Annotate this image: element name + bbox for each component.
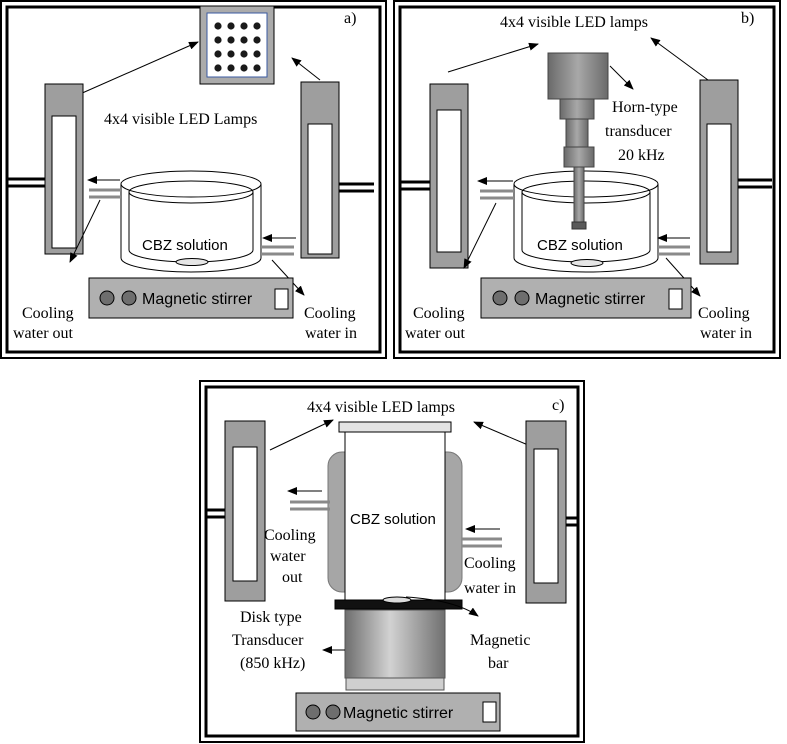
cooling-outlet-tube [477,177,514,200]
left-lamp-panel [8,83,84,255]
disk-label-line2: Transducer [232,632,304,649]
stirrer-label: Magnetic stirrer [535,291,646,308]
right-lamp-panel [300,81,374,259]
cooling-outlet-tube [87,176,121,199]
lamp-arrow-left [269,419,334,451]
panel-b: b) 4x4 visible LED lamps Horn-type trans… [393,0,781,359]
panel-b-frame [393,0,781,359]
panel-c: c) 4x4 visible LED lamps CBZ solution [199,380,585,743]
horn-label-line2: transducer [605,123,672,140]
lamp-arrow-left [447,42,539,73]
cooling-outlet-tube [287,487,330,511]
panel-a-frame [0,0,387,359]
magnetic-stirrer [480,277,692,319]
cooling-out-pointer [69,199,101,263]
magnetic-stirrer [88,277,294,319]
lamp-arrow-right [291,57,321,81]
lamp-arrow-right [473,421,529,446]
panel-b-label: b) [741,10,754,27]
panel-c-frame [199,380,585,743]
solution-label: CBZ solution [142,237,228,254]
solution-label: CBZ solution [350,511,436,528]
lamp-label: 4x4 visible LED lamps [307,399,455,416]
panel-a-inner-frame [5,5,382,354]
cooling-in-label-line1: Cooling [698,305,750,322]
reactor-column [327,421,463,610]
panel-a-label: a) [344,10,356,27]
magnetic-bar-pointer [405,596,479,617]
cooling-inlet-tube [657,234,690,256]
stirrer-label: Magnetic stirrer [142,291,253,308]
lamp-arrow-left [79,41,199,95]
cooling-in-label-line1: Cooling [304,305,356,322]
led-lamp-grid [199,5,275,85]
cooling-out-label-line1: Cooling [264,527,316,544]
horn-label-line1: Horn-type [612,99,678,116]
jacketed-beaker [513,166,659,273]
cooling-inlet-tube [462,525,502,548]
jacketed-beaker [120,170,262,273]
magnetic-bar-label-line1: Magnetic [470,632,530,649]
cooling-in-label-line1: Cooling [464,555,516,572]
cooling-out-label-line3: out [282,569,303,586]
cooling-out-label-line2: water [270,548,306,565]
panel-c-inner-frame [204,385,580,738]
cooling-in-pointer [665,257,701,297]
horn-transducer [547,52,609,230]
cooling-out-label-line1: Cooling [413,305,465,322]
left-lamp-panel [401,83,469,269]
disk-label-line3: (850 kHz) [240,655,305,672]
lamp-label: 4x4 visible LED Lamps [104,111,257,128]
lamp-arrow-right [650,37,709,81]
solution-label: CBZ solution [537,237,623,254]
cooling-out-label-line2: water out [405,325,466,342]
right-lamp-panel [525,420,577,604]
panel-b-inner-frame [398,5,776,354]
stirrer-label: Magnetic stirrer [343,705,454,722]
lamp-label: 4x4 visible LED lamps [500,14,648,31]
panel-a: a) 4x4 visible LED Lamps [0,0,387,359]
cooling-out-label-line1: Cooling [22,305,74,322]
cooling-in-label-line2: water in [464,580,516,597]
left-lamp-panel [207,420,266,602]
cooling-in-label-line2: water in [700,325,752,342]
cooling-out-pointer [463,202,497,269]
panel-c-label: c) [552,397,564,414]
magnetic-stirrer [295,692,501,732]
cooling-inlet-tube [261,234,296,256]
magnetic-bar-label-line2: bar [488,655,509,672]
horn-label-line3: 20 kHz [618,147,665,164]
horn-pointer [609,65,634,90]
disk-transducer [344,609,446,691]
disk-label-line1: Disk type [240,609,302,626]
right-lamp-panel [699,79,772,265]
cooling-in-label-line2: water in [305,325,357,342]
cooling-out-label-line2: water out [13,325,74,342]
